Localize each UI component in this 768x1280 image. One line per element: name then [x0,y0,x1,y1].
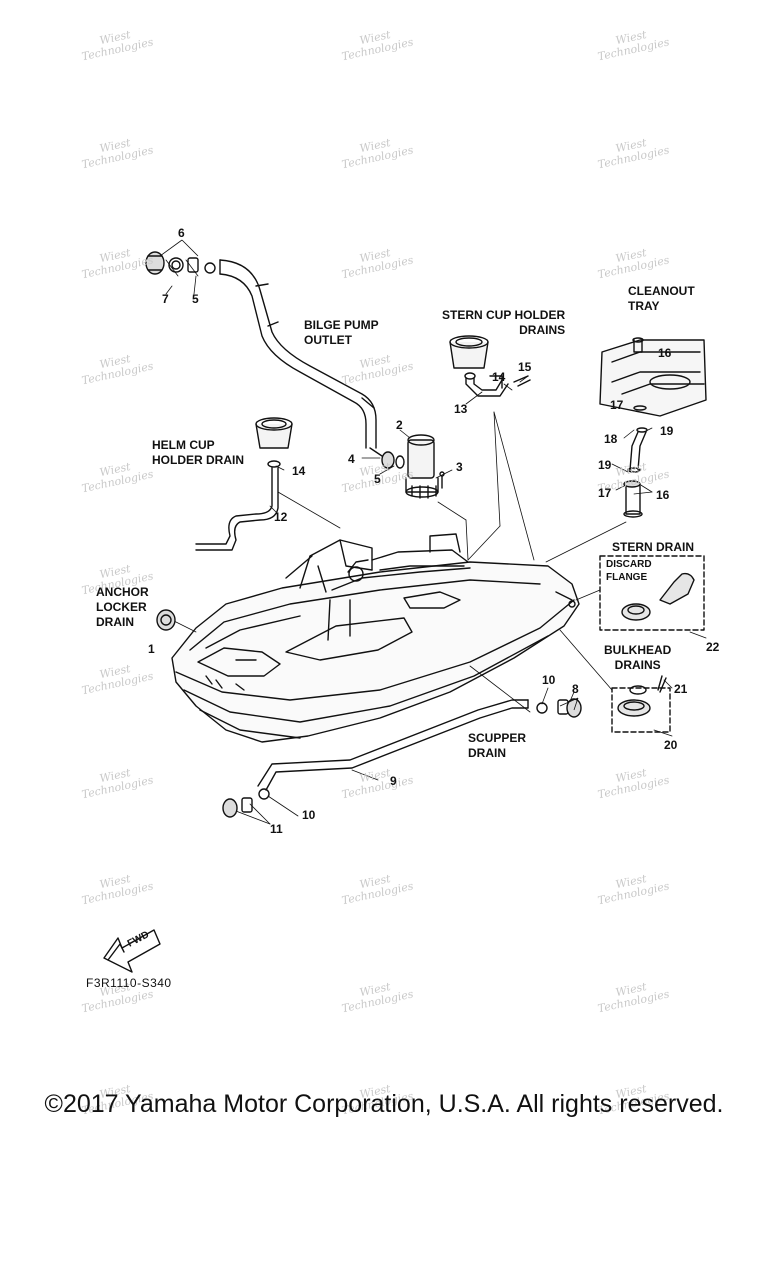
copyright-notice: ©2017 Yamaha Motor Corporation, U.S.A. A… [44,1090,724,1118]
helm-cup-holder [195,417,293,551]
callout-22: 22 [706,640,720,654]
callout-10: 10 [302,808,316,822]
callout-7: 7 [162,292,169,306]
callout-14: 14 [292,464,306,478]
callout-14: 14 [492,370,506,384]
cleanout-tray [599,337,707,518]
boat-hull [171,533,580,743]
callout-5: 5 [192,292,199,306]
callout-13: 13 [454,402,468,416]
stern-drain-box [599,555,705,631]
fwd-arrow [103,929,161,973]
bilge-outlet-fittings [145,251,383,457]
callout-10: 10 [542,673,556,687]
bilge-pump [381,434,445,499]
callout-5: 5 [374,472,381,486]
callout-4: 4 [348,452,355,466]
stern-cup-holder [449,335,531,397]
anchor-locker-drain [156,609,176,631]
callout-6: 6 [178,226,185,240]
bulkhead-drain-box [611,675,671,733]
windshield [285,539,465,641]
part-code: F3R1110-S340 [86,976,172,990]
callout-3: 3 [456,460,463,474]
callout-16: 16 [656,488,670,502]
callout-12: 12 [274,510,288,524]
callout-16: 16 [658,346,672,360]
label-stern-drain: STERN DRAIN [612,540,695,554]
callout-17: 17 [598,486,612,500]
callout-18: 18 [604,432,618,446]
callout-19: 19 [598,458,612,472]
leader-lines [159,259,707,825]
callout-20: 20 [664,738,678,752]
callout-21: 21 [674,682,688,696]
callout-8: 8 [572,682,579,696]
callout-2: 2 [396,418,403,432]
callout-1: 1 [148,642,155,656]
callout-19: 19 [660,424,674,438]
callout-15: 15 [518,360,532,374]
callout-9: 9 [390,774,397,788]
callout-17: 17 [610,398,624,412]
callout-11: 11 [270,822,283,836]
scupper-drain [222,698,582,818]
